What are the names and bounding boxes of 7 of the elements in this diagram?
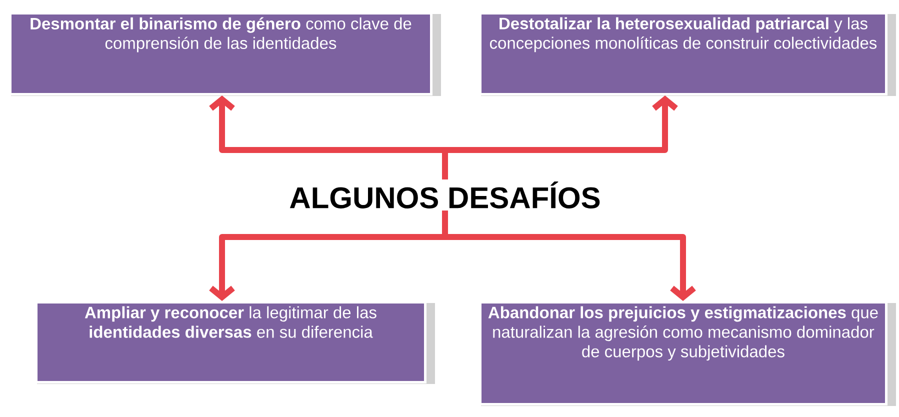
heading: ALGUNOS DESAFÍOS [290, 182, 600, 208]
text-box: Desmontar el binarismo de género como clave de comprensión de las identidades [9, 12, 441, 96]
arrow [442, 210, 696, 301]
text-box: Destotalizar la heterosexualidad patriarcal y las concepciones monolíticas de construir colectividades [479, 12, 896, 96]
arrow [442, 96, 678, 180]
text-box: Ampliar y reconocer la legitimar de las identidades diversas en su diferencia [35, 301, 435, 384]
text-box: Abandonar los prejuicios y estigmatizaciones que naturalizan la agresión como mecanismo dominador de cuerpos y subjetividades [479, 301, 896, 406]
